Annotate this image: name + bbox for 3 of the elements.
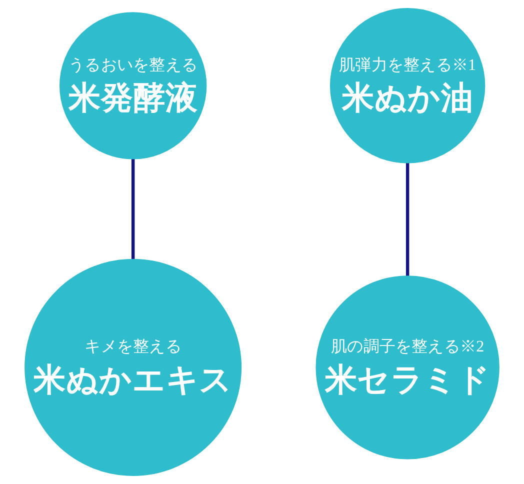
connector — [406, 162, 410, 276]
node-circle: 肌弾力を整える※1 米ぬか油 — [330, 8, 486, 164]
connector — [131, 158, 135, 260]
